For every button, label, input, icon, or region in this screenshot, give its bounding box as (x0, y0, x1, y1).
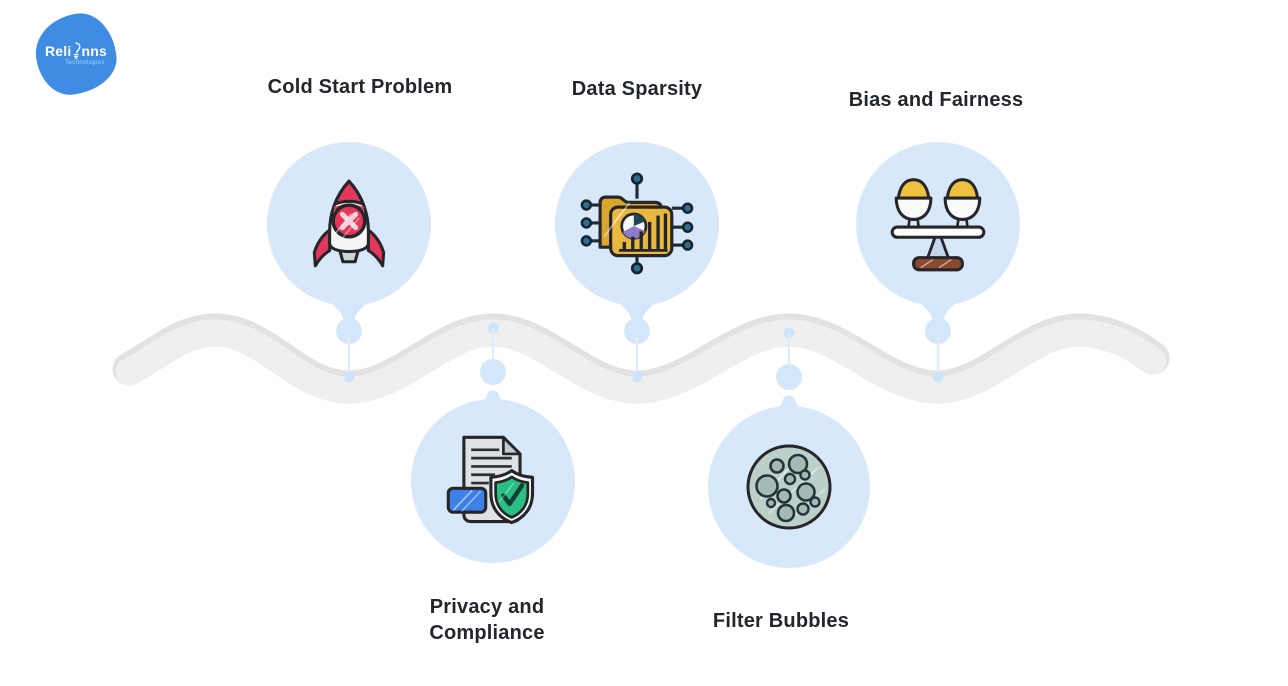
label-bias-fairness: Bias and Fairness (848, 89, 1024, 111)
cold-start-circle (267, 142, 431, 306)
bias-fairness-circle (856, 142, 1020, 306)
relinns-logo: Reli nns Technologies (32, 10, 120, 98)
connector-data-sparsity (615, 299, 659, 383)
logo-subtitle: Technologies (65, 60, 105, 66)
connector-bias-fairness (916, 299, 960, 383)
logo-brand-part1: Reli (45, 42, 72, 59)
connector-cold-start (327, 299, 371, 383)
label-cold-start: Cold Start Problem (267, 76, 453, 98)
label-privacy-compliance: Privacy and Compliance (429, 596, 545, 644)
filter-bubbles-circle (708, 406, 870, 568)
lightbulb-icon (74, 42, 81, 59)
document-shield-icon (446, 435, 535, 525)
rocket-icon (312, 179, 386, 268)
wave-path-fill (115, 319, 1167, 404)
logo-brand-part2: nns (81, 42, 107, 59)
bubble-cluster-icon (746, 444, 832, 530)
label-filter-bubbles: Filter Bubbles (712, 610, 850, 632)
data-sparsity-circle (555, 142, 719, 306)
privacy-compliance-circle (411, 399, 575, 563)
data-folder-icon (580, 172, 694, 275)
label-data-sparsity: Data Sparsity (571, 78, 703, 100)
balance-scale-icon (890, 178, 986, 272)
